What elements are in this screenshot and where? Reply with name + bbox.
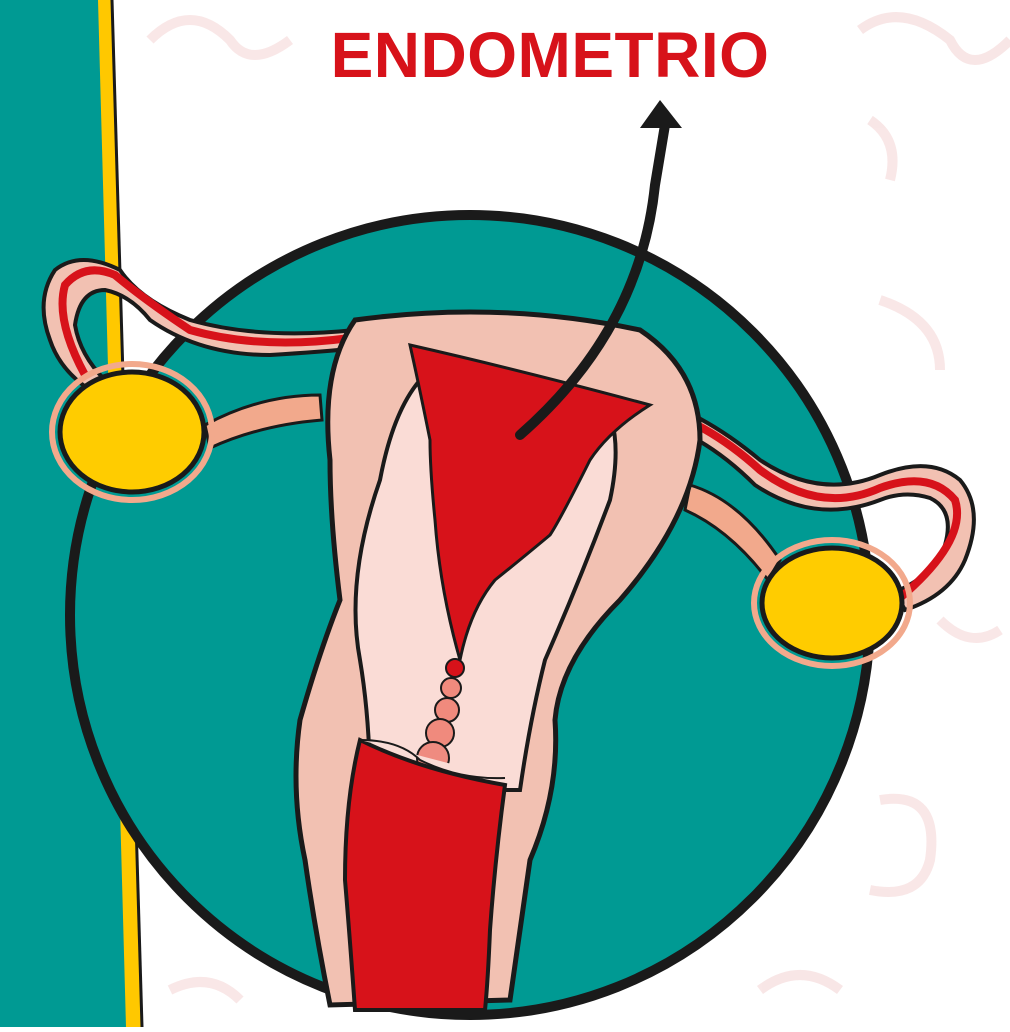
arrow-up-icon: [640, 100, 682, 128]
vagina: [345, 740, 505, 1010]
diagram-title: ENDOMETRIO: [230, 10, 870, 100]
right-ovary: [762, 548, 902, 658]
left-ovary: [60, 372, 204, 492]
